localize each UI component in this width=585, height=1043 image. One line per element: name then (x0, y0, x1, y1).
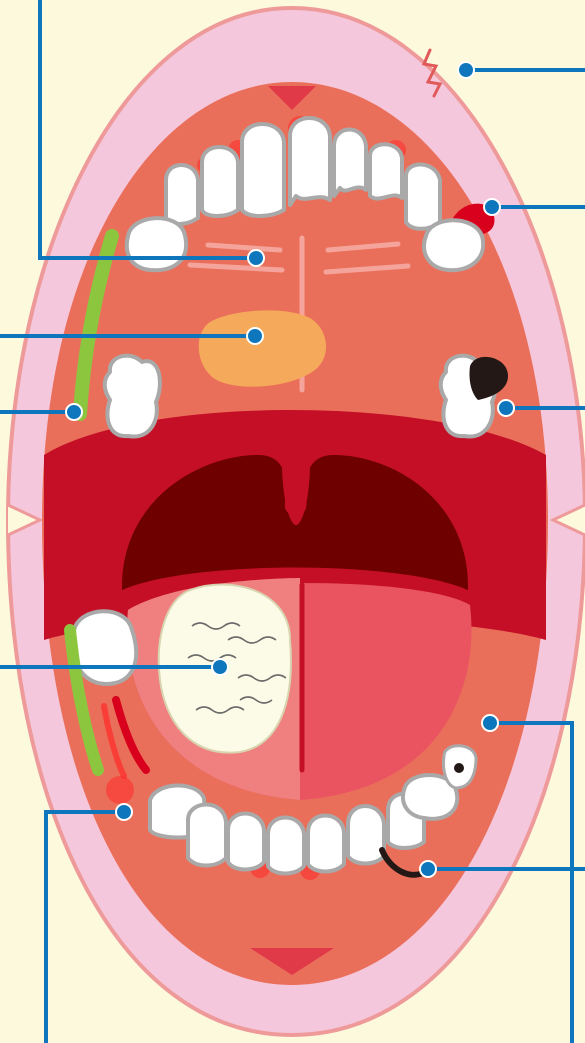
callout-dot-oral-thrush (212, 659, 228, 675)
callout-dot-abscess (484, 199, 500, 215)
callout-dot-cheek-lining (482, 715, 498, 731)
callout-dot-plaque-upper (66, 404, 82, 420)
callout-dot-cold-sore (458, 62, 474, 78)
callout-dot-palate-ridges (248, 250, 264, 266)
callout-dot-mouth-ulcer (247, 328, 263, 344)
broken-tooth-spot (454, 763, 464, 773)
callout-dot-gum-inflammation (116, 804, 132, 820)
callout-dot-tooth-decay (498, 400, 514, 416)
callout-dot-tartar (420, 861, 436, 877)
